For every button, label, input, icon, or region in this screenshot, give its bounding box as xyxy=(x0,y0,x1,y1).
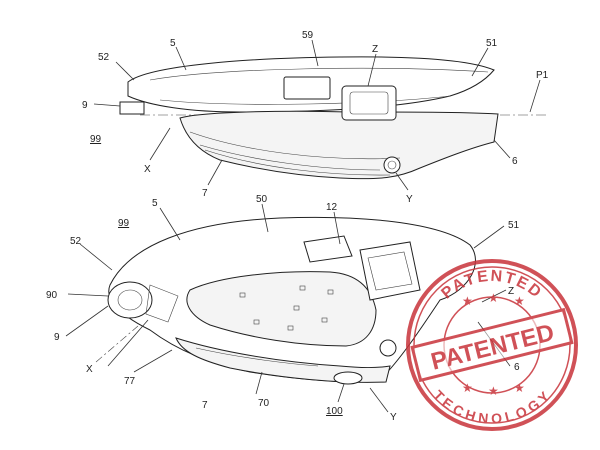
label-51: 51 xyxy=(508,220,520,231)
label-51: 51 xyxy=(486,38,498,49)
top-recess-59 xyxy=(283,76,331,100)
label-5: 5 xyxy=(170,38,176,49)
front-rim-70 xyxy=(175,337,391,383)
top-hinge-y xyxy=(383,156,401,174)
label-100: 100 xyxy=(326,406,343,417)
label-77: 77 xyxy=(124,376,136,387)
svg-text:★: ★ xyxy=(488,384,499,398)
label-y: Y xyxy=(390,412,397,423)
svg-text:★: ★ xyxy=(514,294,525,308)
label-5: 5 xyxy=(152,198,158,209)
top-bracket-9 xyxy=(119,101,145,115)
handle-z xyxy=(359,241,421,301)
label-50: 50 xyxy=(256,194,268,205)
label-z: Z xyxy=(508,286,514,297)
label-52: 52 xyxy=(98,52,110,63)
svg-text:★: ★ xyxy=(462,381,473,395)
patented-stamp: PATENTED TECHNOLOGY PATENTED ★ ★ ★ ★ ★ ★ xyxy=(406,259,578,431)
stamp-outer-ring xyxy=(406,259,578,431)
end-cap-90 xyxy=(107,281,153,319)
svg-text:★: ★ xyxy=(488,291,499,305)
label-x: X xyxy=(144,164,151,175)
top-handle-z xyxy=(341,85,397,121)
top-figure: 5 59 Z 51 52 P1 9 99 X 7 6 Y xyxy=(82,30,549,205)
label-x: X xyxy=(86,364,93,375)
top-shell-lower xyxy=(179,110,499,180)
label-59: 59 xyxy=(302,30,314,41)
hinge-y xyxy=(379,339,397,357)
part-100 xyxy=(333,371,363,385)
label-6: 6 xyxy=(512,156,518,167)
stamp-stars: ★ ★ ★ ★ ★ ★ xyxy=(462,291,525,398)
label-y: Y xyxy=(406,194,413,205)
label-52: 52 xyxy=(70,236,82,247)
label-99: 99 xyxy=(118,218,130,229)
label-p1: P1 xyxy=(536,70,549,81)
label-70: 70 xyxy=(258,398,270,409)
svg-text:★: ★ xyxy=(462,294,473,308)
label-90: 90 xyxy=(46,290,58,301)
label-99: 99 xyxy=(90,134,102,145)
label-7: 7 xyxy=(202,400,208,411)
label-7: 7 xyxy=(202,188,208,199)
label-9: 9 xyxy=(82,100,88,111)
svg-text:★: ★ xyxy=(514,381,525,395)
stamp-banner xyxy=(410,307,574,383)
tray-dimples xyxy=(239,285,334,331)
label-6: 6 xyxy=(514,362,520,373)
label-12: 12 xyxy=(326,202,338,213)
label-z: Z xyxy=(372,44,378,55)
bottom-figure: 50 5 99 12 51 52 Z 90 9 X 77 6 7 70 100 … xyxy=(46,194,520,423)
label-9: 9 xyxy=(54,332,60,343)
